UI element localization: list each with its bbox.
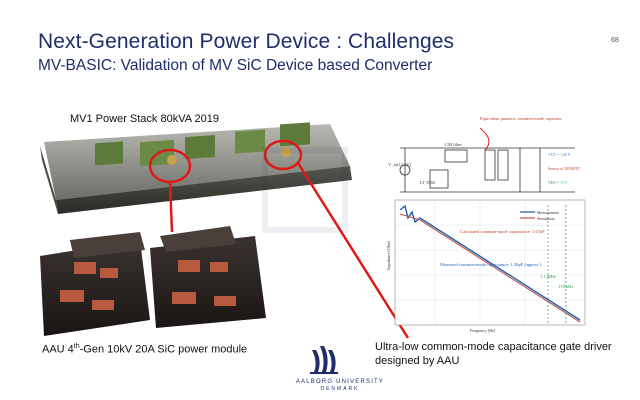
gate-driver-label: Ultra-low common-mode capacitance gate d…: [375, 341, 612, 367]
vcc-label: VCC = +20 V: [548, 152, 571, 157]
plot-xlabel: Frequency [Hz]: [470, 328, 496, 333]
logo-name: AALBORG UNIVERSITY: [295, 379, 385, 385]
source-label: Source of MOSFET: [548, 166, 581, 171]
slide-title: Next-Generation Power Device : Challenge…: [38, 30, 455, 53]
pointer-line-gatedriver: [296, 162, 410, 339]
vee-label: VEE = -5 V: [548, 180, 567, 185]
series-measured: [399, 204, 581, 321]
logo-country: DENMARK: [320, 386, 360, 392]
marker-1: 1.1 MHz: [540, 274, 556, 279]
marker-2: 178 kHz: [558, 284, 573, 289]
power-module-photo: [40, 226, 266, 336]
watermark: [262, 147, 348, 233]
pointer-line-module: [168, 181, 174, 233]
regulator-label: LT 3502: [420, 180, 435, 185]
highlight-circle-gatedriver: [263, 139, 303, 171]
power-module-label: AAU 4th-Gen 10kV 20A SiC power module: [42, 343, 248, 356]
slide-subtitle: MV-BASIC: Validation of MV SiC Device ba…: [38, 57, 433, 74]
calculated-note: Calculated common-mode capacitance: 1.67…: [460, 229, 545, 234]
plot-ylabel: Impedance [Ohm]: [386, 240, 391, 270]
power-stack-label: MV1 Power Stack 80kVA 2019: [70, 113, 219, 125]
measured-note: Measured common-mode capacitance: 1.20pF…: [440, 262, 541, 267]
input-voltage: V_in(12.5V): [388, 162, 412, 167]
series-simulated: [399, 213, 581, 323]
cm-filter-label: CM filter: [445, 142, 462, 147]
page-number: 68: [611, 37, 619, 44]
parasitic-note: Equivalent parasitic common-mode capacit…: [480, 116, 562, 121]
legend-measured: Measurement: [537, 210, 560, 215]
legend-simulated: Simulation: [537, 216, 555, 221]
